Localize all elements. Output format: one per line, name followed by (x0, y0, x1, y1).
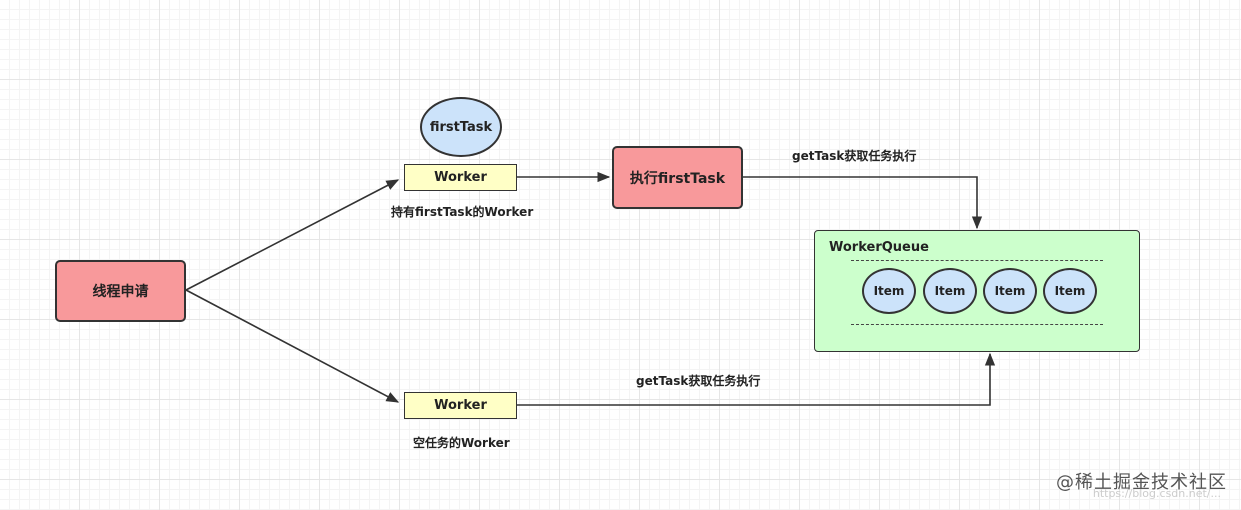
first-task-label: firstTask (429, 119, 493, 135)
queue-item: Item (983, 268, 1037, 314)
first-task-circle: firstTask (420, 97, 502, 157)
queue-item: Item (1043, 268, 1097, 314)
queue-item-label: Item (1054, 284, 1086, 298)
queue-item-label: Item (934, 284, 966, 298)
edge-worker-bottom-to-queue (516, 352, 996, 406)
execute-first-task-node: 执行firstTask (612, 146, 743, 209)
queue-item: Item (923, 268, 977, 314)
worker-queue-title: WorkerQueue (829, 240, 929, 255)
edge-top-label: getTask获取任务执行 (792, 149, 917, 163)
worker-top-label: Worker (434, 170, 487, 185)
worker-bottom-node: Worker (404, 392, 517, 419)
queue-top-divider (851, 260, 1103, 261)
worker-bottom-label: Worker (434, 398, 487, 413)
edge-bottom-label: getTask获取任务执行 (636, 374, 761, 388)
worker-top-caption: 持有firstTask的Worker (391, 205, 534, 219)
worker-top-node: Worker (404, 164, 517, 191)
watermark: @稀土掘金技术社区 (1056, 472, 1227, 493)
watermark-url: https://blog.csdn.net/... (1092, 487, 1221, 500)
queue-item-label: Item (994, 284, 1026, 298)
execute-first-task-label: 执行firstTask (629, 170, 726, 187)
queue-bottom-divider (851, 324, 1103, 325)
worker-bottom-caption: 空任务的Worker (413, 436, 510, 450)
edge-request-to-worker-top (185, 179, 400, 291)
edge-execute-to-queue (743, 176, 983, 230)
queue-item: Item (862, 268, 916, 314)
thread-request-node: 线程申请 (55, 260, 186, 322)
thread-request-label: 线程申请 (92, 284, 149, 300)
edge-request-to-worker-bottom (185, 289, 400, 403)
queue-item-label: Item (873, 284, 905, 298)
